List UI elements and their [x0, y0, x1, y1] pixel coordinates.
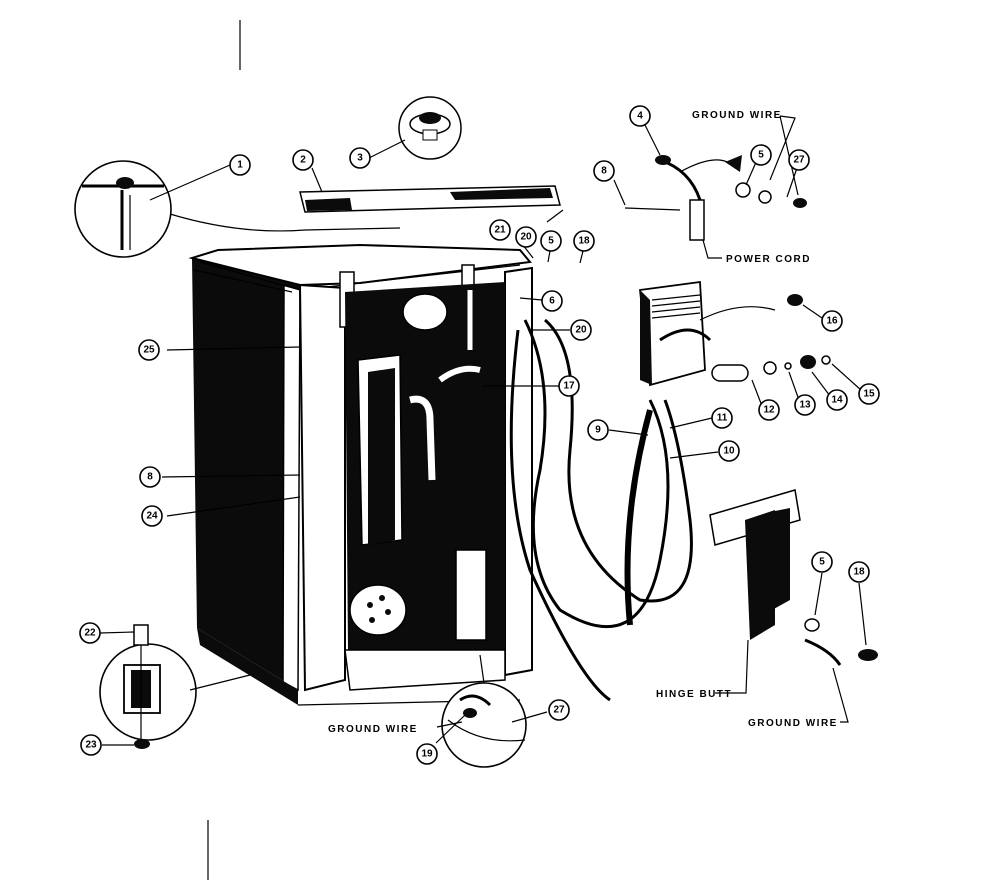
svg-text:11: 11: [717, 413, 728, 424]
svg-text:14: 14: [831, 395, 843, 406]
callout-16: 16: [821, 310, 843, 332]
callout-12: 12: [758, 399, 780, 421]
callout-5: 5: [540, 230, 562, 252]
callout-1: 1: [229, 154, 251, 176]
svg-text:8: 8: [147, 472, 153, 483]
svg-text:9: 9: [595, 425, 601, 436]
callout-3: 3: [349, 147, 371, 169]
dial-knob: [398, 96, 462, 160]
svg-text:13: 13: [799, 400, 811, 411]
svg-text:2: 2: [300, 155, 306, 166]
callout-20: 20: [515, 226, 537, 248]
svg-text:4: 4: [637, 111, 643, 122]
svg-text:8: 8: [601, 166, 607, 177]
callout-14: 14: [826, 389, 848, 411]
junction-box: [639, 280, 831, 387]
hinge-butt: [709, 489, 878, 666]
callout-2: 2: [292, 149, 314, 171]
svg-text:23: 23: [85, 740, 97, 751]
label-hinge-butt: HINGE BUTT: [656, 689, 732, 700]
dishwasher-cabinet: [188, 243, 533, 706]
callout-19: 19: [416, 743, 438, 765]
callout-11: 11: [711, 407, 733, 429]
svg-text:12: 12: [763, 405, 775, 416]
callout-24: 24: [141, 505, 163, 527]
callout-21: 21: [489, 219, 511, 241]
callout-25: 25: [138, 339, 160, 361]
callout-23: 23: [80, 734, 102, 756]
svg-text:3: 3: [357, 153, 363, 164]
callout-9: 9: [587, 419, 609, 441]
svg-text:21: 21: [494, 225, 506, 236]
drain-and-fill-hoses: [509, 318, 693, 702]
callout-18: 18: [573, 230, 595, 252]
leader-lines: [99, 115, 867, 746]
svg-text:1: 1: [237, 160, 243, 171]
label-power-cord: POWER CORD: [726, 254, 811, 265]
detail-inset-bottom-center: [441, 654, 527, 768]
callout-5: 5: [750, 144, 772, 166]
svg-text:20: 20: [520, 232, 532, 243]
svg-text:22: 22: [84, 628, 96, 639]
svg-text:27: 27: [553, 705, 565, 716]
svg-text:19: 19: [421, 749, 433, 760]
callout-10: 10: [718, 440, 740, 462]
detail-inset-top-left: [74, 160, 401, 258]
callout-27: 27: [548, 699, 570, 721]
svg-text:18: 18: [853, 567, 865, 578]
svg-text:5: 5: [548, 236, 554, 247]
power-cord-assembly: [624, 155, 807, 241]
detail-inset-bottom-left: [99, 624, 251, 749]
callout-6: 6: [541, 290, 563, 312]
callout-22: 22: [79, 622, 101, 644]
svg-text:10: 10: [723, 446, 735, 457]
label-ground-wire-right: GROUND WIRE: [748, 718, 838, 729]
svg-text:6: 6: [549, 296, 555, 307]
svg-text:27: 27: [793, 155, 805, 166]
callout-13: 13: [794, 394, 816, 416]
svg-text:25: 25: [143, 345, 155, 356]
label-ground-wire-bottom: GROUND WIRE: [328, 724, 418, 735]
svg-text:17: 17: [563, 381, 575, 392]
top-panel: [299, 185, 561, 213]
callout-8: 8: [593, 160, 615, 182]
svg-text:18: 18: [578, 236, 590, 247]
svg-text:24: 24: [146, 511, 158, 522]
callout-20: 20: [570, 319, 592, 341]
svg-text:16: 16: [826, 316, 838, 327]
svg-text:20: 20: [575, 325, 587, 336]
callout-17: 17: [558, 375, 580, 397]
callout-15: 15: [858, 383, 880, 405]
svg-text:15: 15: [863, 389, 875, 400]
callout-27: 27: [788, 149, 810, 171]
callout-4: 4: [629, 105, 651, 127]
label-ground-wire-top: GROUND WIRE: [692, 110, 782, 121]
callout-5: 5: [811, 551, 833, 573]
callout-8: 8: [139, 466, 161, 488]
svg-text:5: 5: [819, 557, 825, 568]
svg-text:5: 5: [758, 150, 764, 161]
callout-18: 18: [848, 561, 870, 583]
